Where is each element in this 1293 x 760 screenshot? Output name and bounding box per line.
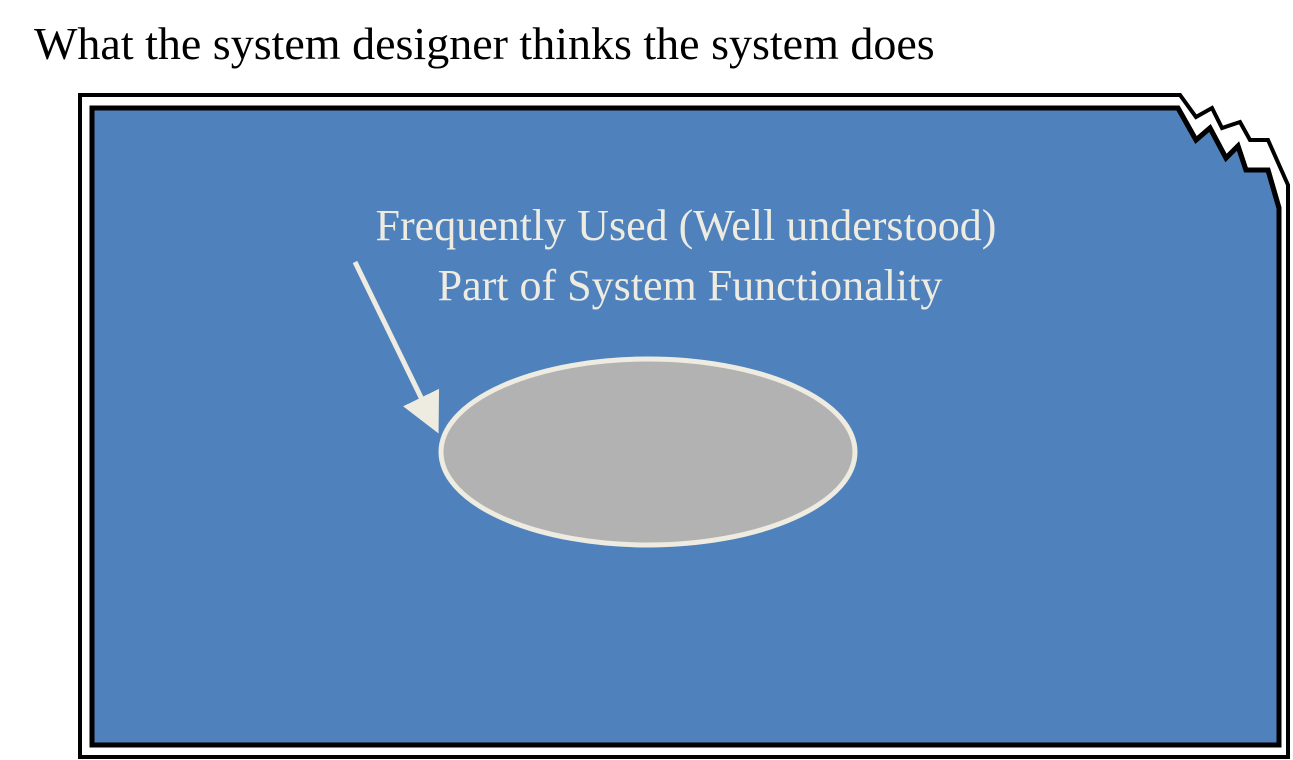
page-title: What the system designer thinks the syst… bbox=[34, 18, 935, 69]
arrow-icon bbox=[352, 260, 440, 434]
torn-corner-icon bbox=[1175, 106, 1282, 209]
frequently-used-ellipse bbox=[438, 356, 858, 548]
callout-label-line-2: Part of System Functionality bbox=[438, 261, 943, 310]
callout-label-line-1: Frequently Used (Well understood) bbox=[376, 201, 997, 250]
